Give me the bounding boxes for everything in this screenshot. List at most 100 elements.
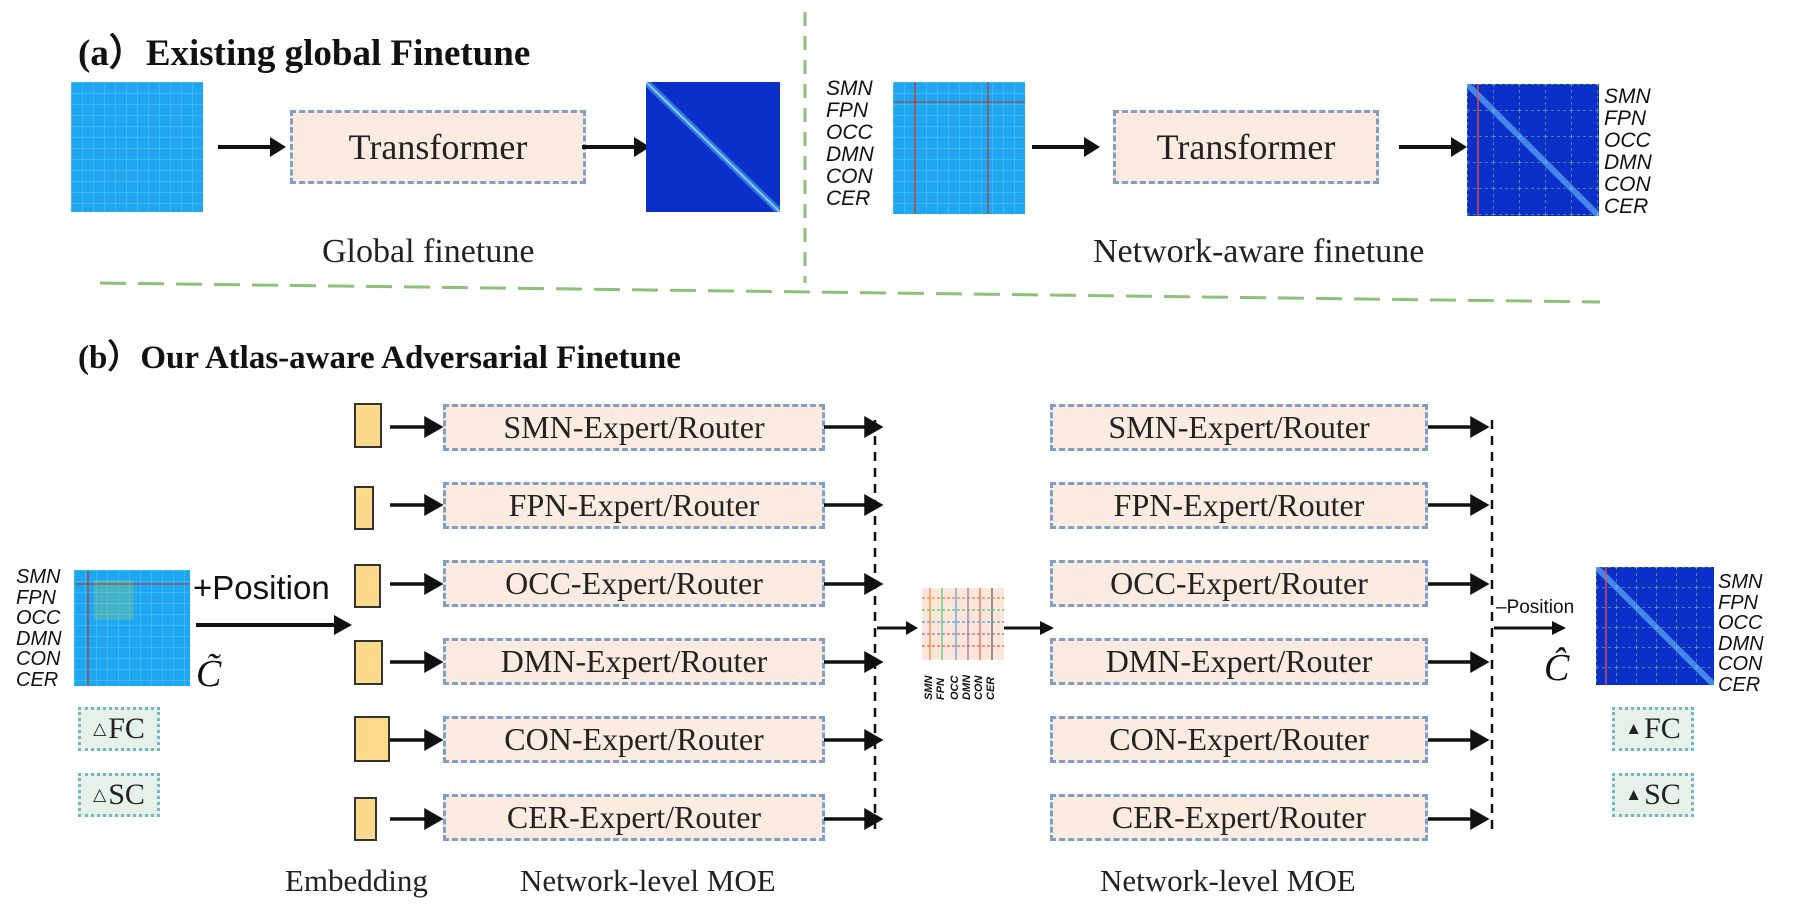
net-label: FPN xyxy=(826,99,868,122)
delta-fc-tag-right: ▲ FC xyxy=(1612,707,1694,751)
net-label: CON xyxy=(16,648,61,670)
expert-router-left-dmn: DMN-Expert/Router xyxy=(443,638,825,685)
output-matrix-global xyxy=(646,82,780,212)
expert-label: SMN-Expert/Router xyxy=(1108,409,1370,445)
embedding-dmn xyxy=(354,640,383,685)
output-matrix-b xyxy=(1596,567,1714,685)
net-label: DMN xyxy=(1718,632,1764,655)
net-label: SMN xyxy=(16,566,61,588)
expert-router-left-cer: CER-Expert/Router xyxy=(443,794,825,841)
input-matrix-light xyxy=(71,82,203,212)
expert-router-left-occ: OCC-Expert/Router xyxy=(443,560,825,607)
embedding-caption: Embedding xyxy=(285,863,428,898)
embedding-arrows xyxy=(390,415,444,831)
arrow-global-1 xyxy=(218,137,286,157)
net-label: CON xyxy=(1604,173,1651,196)
expert-router-left-fpn: FPN-Expert/Router xyxy=(443,482,825,529)
middle-matrix-labels: SMN FPN OCC DMN CON CER xyxy=(923,674,997,701)
expert-router-right-dmn: DMN-Expert/Router xyxy=(1050,638,1428,685)
triangle-filled-icon: ▲ xyxy=(1625,719,1643,738)
triangle-outline-icon: △ xyxy=(93,719,107,738)
expert-label: FPN-Expert/Router xyxy=(508,487,760,523)
mid-label-fpn: FPN xyxy=(935,677,947,700)
network-labels-b-left: SMN FPN OCC DMN CON CER xyxy=(16,567,62,690)
output-matrix-network xyxy=(1467,84,1599,216)
arrow-middle-out xyxy=(1004,621,1054,635)
network-labels-b-right: SMN FPN OCC DMN CON CER xyxy=(1718,572,1764,695)
expert-router-right-fpn: FPN-Expert/Router xyxy=(1050,482,1428,529)
net-label: FPN xyxy=(1718,591,1758,614)
expert-label: OCC-Expert/Router xyxy=(1110,565,1368,601)
delta-sc-tag-right: ▲ SC xyxy=(1612,773,1694,817)
expert-label: CON-Expert/Router xyxy=(504,721,764,757)
right-merge-arrows xyxy=(1428,415,1566,831)
expert-label: CER-Expert/Router xyxy=(506,799,762,835)
panel-b-heading: (b）Our Atlas-aware Adversarial Finetune xyxy=(78,340,681,376)
net-label: CON xyxy=(826,165,873,188)
expert-router-right-cer: CER-Expert/Router xyxy=(1050,794,1428,841)
tag-text: FC xyxy=(108,712,145,745)
embedding-con xyxy=(354,716,390,762)
net-label: SMN xyxy=(1718,571,1763,593)
arrow-network-2 xyxy=(1399,137,1467,157)
input-matrix-network xyxy=(893,82,1025,214)
net-label: FPN xyxy=(16,586,56,609)
moe-caption-left: Network-level MOE xyxy=(520,863,776,898)
middle-network-matrix xyxy=(922,588,1004,660)
expert-label: CON-Expert/Router xyxy=(1109,721,1369,757)
tag-text: FC xyxy=(1644,712,1681,745)
embedding-occ xyxy=(354,564,381,608)
moe-caption-right: Network-level MOE xyxy=(1100,863,1356,898)
delta-sc-tag-left: △ SC xyxy=(78,773,160,817)
input-matrix-b xyxy=(74,570,190,686)
expert-label: DMN-Expert/Router xyxy=(1105,643,1373,679)
expert-router-left-smn: SMN-Expert/Router xyxy=(443,404,825,451)
mid-label-cer: CER xyxy=(985,677,997,700)
triangle-filled-icon: ▲ xyxy=(1625,785,1643,804)
position-label: +Position xyxy=(193,569,330,606)
net-label: OCC xyxy=(1718,612,1763,634)
network-labels-a-right: SMN FPN OCC DMN CON CER xyxy=(1604,86,1652,218)
mid-label-dmn: DMN xyxy=(961,674,973,700)
net-label: OCC xyxy=(826,121,873,144)
mid-label-smn: SMN xyxy=(923,675,935,701)
expert-router-left-con: CON-Expert/Router xyxy=(443,716,825,763)
net-label: CER xyxy=(826,187,871,210)
mid-label-occ: OCC xyxy=(949,675,961,701)
expert-router-right-smn: SMN-Expert/Router xyxy=(1050,404,1428,451)
net-label: CER xyxy=(16,668,59,691)
expert-label: FPN-Expert/Router xyxy=(1113,487,1365,523)
arrow-network-1 xyxy=(1032,137,1100,157)
transformer-label-network: Transformer xyxy=(1156,127,1336,167)
expert-router-right-con: CON-Expert/Router xyxy=(1050,716,1428,763)
embedding-smn xyxy=(354,403,382,448)
transformer-box-network: Transformer xyxy=(1113,110,1379,184)
network-labels-a-left: SMN FPN OCC DMN CON CER xyxy=(826,78,874,210)
mid-label-con: CON xyxy=(973,675,985,701)
triangle-outline-icon: △ xyxy=(93,785,107,804)
net-label: DMN xyxy=(826,143,874,166)
net-label: CON xyxy=(1718,653,1763,675)
expert-label: DMN-Expert/Router xyxy=(500,643,768,679)
net-label: CER xyxy=(1718,673,1761,696)
net-label: CER xyxy=(1604,195,1649,218)
arrow-position xyxy=(196,615,352,635)
embedding-fpn xyxy=(354,486,374,530)
delta-fc-tag-left: △ FC xyxy=(78,707,160,751)
global-finetune-caption: Global finetune xyxy=(322,233,535,270)
expert-label: CER-Expert/Router xyxy=(1111,799,1367,835)
tag-text: SC xyxy=(1644,778,1681,811)
net-label: DMN xyxy=(1604,151,1652,174)
embedding-cer xyxy=(354,797,377,841)
panel-a-heading: (a）Existing global Finetune xyxy=(78,33,531,74)
network-aware-finetune-caption: Network-aware finetune xyxy=(1093,233,1425,270)
neg-position-label: –Position xyxy=(1496,597,1575,618)
net-label: SMN xyxy=(1604,85,1651,108)
c-tilde-label: C̃ xyxy=(196,653,222,695)
net-label: DMN xyxy=(16,627,62,650)
expert-label: SMN-Expert/Router xyxy=(503,409,765,445)
expert-router-right-occ: OCC-Expert/Router xyxy=(1050,560,1428,607)
transformer-box-global: Transformer xyxy=(290,110,586,184)
net-label: OCC xyxy=(1604,129,1651,152)
